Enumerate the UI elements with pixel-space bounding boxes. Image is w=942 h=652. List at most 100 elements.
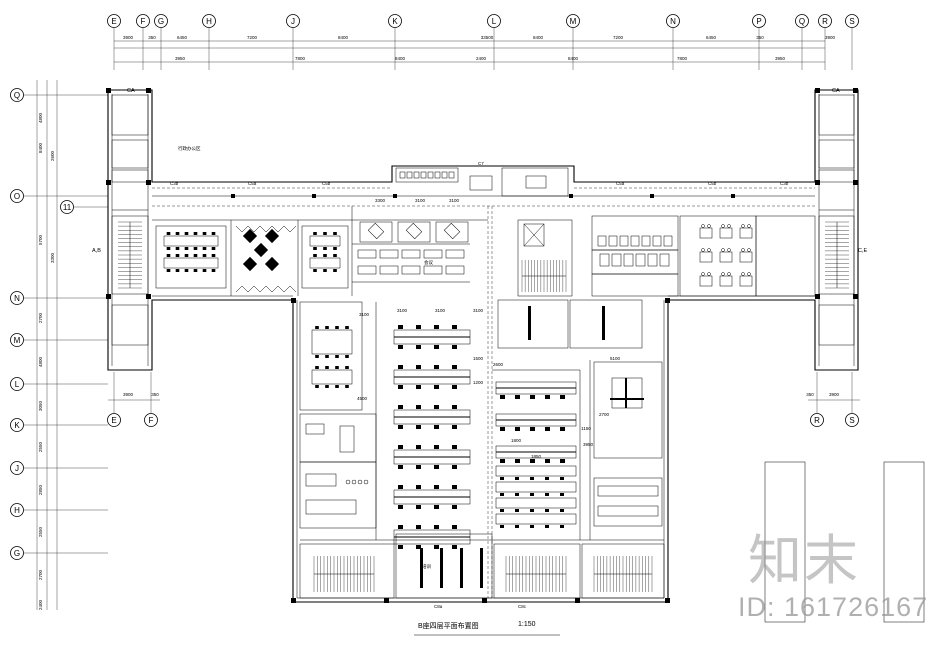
corridor-left-label: C3b xyxy=(170,181,179,186)
top-grid-bubble: S xyxy=(845,14,859,28)
top-dimension: 8400 xyxy=(338,35,349,40)
seat xyxy=(413,171,420,179)
left-grid-bubble: G xyxy=(10,546,24,560)
svg-text:Q: Q xyxy=(14,91,20,100)
booth xyxy=(635,253,646,267)
ca-left-label: CA xyxy=(127,88,135,94)
stair-right-label: C,E xyxy=(858,248,868,254)
left-grid-bubble: Q xyxy=(10,88,24,102)
svg-text:K: K xyxy=(14,421,20,430)
left-dimension: 2700 xyxy=(38,569,43,580)
inner-dimension: 2700 xyxy=(599,412,610,417)
kitchen-unit xyxy=(663,235,673,247)
bottom-dimension: 3900 xyxy=(829,392,840,397)
watermark-id: ID: 161726167 xyxy=(738,592,929,622)
booth xyxy=(623,253,634,267)
inner-dimension: 2600 xyxy=(493,362,504,367)
private-office xyxy=(397,221,431,243)
inner-dimension: 1850 xyxy=(531,454,542,459)
workstation xyxy=(264,256,280,272)
left-grid-bubble: J xyxy=(10,461,24,475)
svg-text:N: N xyxy=(670,17,676,26)
left-dimension: 2550 xyxy=(38,526,43,537)
inner-dimension: 3100 xyxy=(435,308,446,313)
desk xyxy=(423,249,443,259)
counter xyxy=(597,485,659,497)
sofa xyxy=(339,425,355,453)
seat xyxy=(406,171,413,179)
svg-text:M: M xyxy=(570,17,577,26)
ca-right-label: CA xyxy=(832,88,840,94)
top-dimension: 8400 xyxy=(533,35,544,40)
workstation xyxy=(253,242,269,258)
workstation-row xyxy=(495,497,577,509)
top-grid-bubble: K xyxy=(388,14,402,28)
svg-text:O: O xyxy=(14,192,20,201)
top-dimension: 33500 xyxy=(481,35,494,40)
inner-dimension: 3100 xyxy=(473,308,484,313)
booth xyxy=(647,253,658,267)
svg-text:N: N xyxy=(14,294,20,303)
svg-text:11: 11 xyxy=(63,203,72,212)
note-2: 会议 xyxy=(424,259,433,266)
top-dimension-lines xyxy=(114,40,825,63)
desk xyxy=(423,265,443,275)
top-dimension: 7800 xyxy=(677,56,688,61)
cafe-table xyxy=(719,275,733,287)
svg-text:F: F xyxy=(149,416,154,425)
kitchen-unit xyxy=(641,235,651,247)
left-dimension-lines xyxy=(36,80,58,610)
corridor-mid1-label: C5a xyxy=(248,181,257,186)
top-dimension: 3900 xyxy=(825,35,836,40)
seat xyxy=(448,171,455,179)
top-dimension: 3950 xyxy=(175,56,186,61)
training-desk xyxy=(420,548,423,588)
bottom-b-label: C8c xyxy=(518,604,527,609)
left-wing xyxy=(111,94,149,346)
private-office xyxy=(435,221,469,243)
corridor-right1-label: C5a xyxy=(616,181,625,186)
top-dimension: 6450 xyxy=(706,35,717,40)
bottom-dimension: 3900 xyxy=(123,392,134,397)
svg-text:E: E xyxy=(111,17,116,26)
inner-dimension: 5100 xyxy=(610,356,621,361)
bottom-dimension: 350 xyxy=(151,392,159,397)
left-grid-bubble: M xyxy=(10,333,24,347)
left-dimension: 2700 xyxy=(38,312,43,323)
top-dimension: 7800 xyxy=(295,56,306,61)
desk xyxy=(401,265,421,275)
stair xyxy=(505,556,567,592)
workstation-row xyxy=(495,465,577,477)
training-desk xyxy=(480,548,483,588)
svg-text:S: S xyxy=(849,17,854,26)
svg-text:F: F xyxy=(141,17,146,26)
cafe-table xyxy=(699,251,713,263)
booth xyxy=(599,253,610,267)
top-grid-bubble: L xyxy=(487,14,501,28)
top-grid-bubble: G xyxy=(154,14,168,28)
kitchen-unit xyxy=(597,235,607,247)
cafe-table xyxy=(699,227,713,239)
meeting-table xyxy=(163,254,219,272)
bottom-grid-bubble: S xyxy=(845,413,859,427)
left-dimension: 2400 xyxy=(38,599,43,610)
workstation xyxy=(242,256,258,272)
corridor-right2-label: C5b xyxy=(708,181,717,186)
workstation xyxy=(264,228,280,244)
left-dimension: 4800 xyxy=(38,356,43,367)
kitchen-unit xyxy=(652,235,662,247)
lower-middle xyxy=(299,299,664,549)
inner-dimension: 1150 xyxy=(581,426,591,431)
svg-text:L: L xyxy=(15,380,20,389)
cafe-table xyxy=(739,227,753,239)
kitchen-unit xyxy=(619,235,629,247)
top-dimension: 8400 xyxy=(568,56,579,61)
top-grid-bubble: Q xyxy=(795,14,809,28)
booth xyxy=(659,253,670,267)
cafe-table xyxy=(719,251,733,263)
stair xyxy=(521,260,567,292)
right-wing xyxy=(818,94,855,346)
